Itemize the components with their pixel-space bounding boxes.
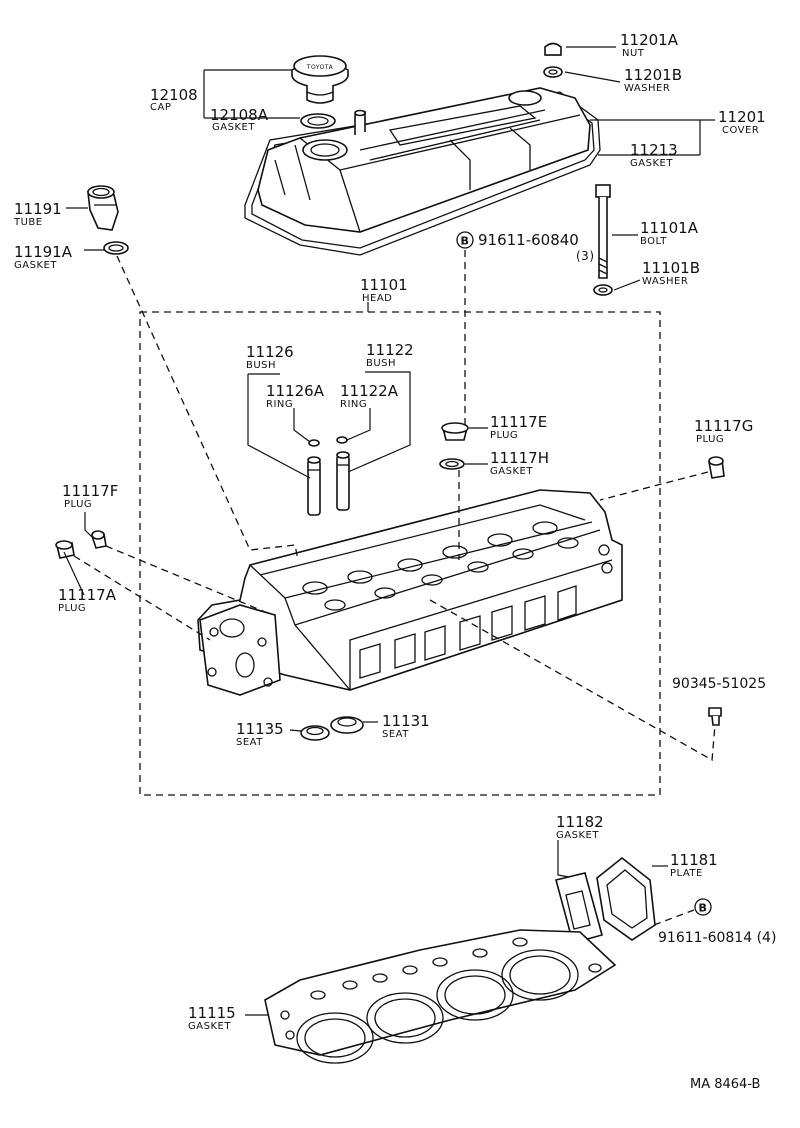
- part-name: WASHER: [642, 276, 688, 287]
- part-name: GASKET: [14, 260, 57, 271]
- head-bolt: [595, 184, 611, 279]
- snap-ring-1: [308, 439, 320, 447]
- part-number: 11213: [630, 141, 678, 159]
- part-name: NUT: [622, 48, 645, 59]
- drawing-code: MA 8464-B: [690, 1077, 760, 1092]
- part-number: 11117G: [694, 417, 753, 435]
- head-bolt-washer: [593, 284, 613, 296]
- part-number: 11201: [718, 108, 766, 126]
- part-number: 11115: [188, 1004, 236, 1022]
- part-name: WASHER: [624, 83, 670, 94]
- part-name: BUSH: [246, 360, 276, 371]
- part-number: 11101A: [640, 219, 699, 237]
- cap-logo-text: TOYOTA: [306, 64, 334, 71]
- part-name: SEAT: [382, 729, 409, 740]
- part-name: CAP: [150, 102, 171, 113]
- part-name: TUBE: [13, 217, 43, 228]
- part-name: GASKET: [212, 122, 255, 133]
- part-quantity: (3): [576, 249, 595, 263]
- cover-washer: [543, 66, 563, 78]
- part-name: GASKET: [556, 830, 599, 841]
- part-number: 11201B: [624, 66, 682, 84]
- part-number: 91611-60840: [478, 231, 579, 249]
- part-number: 90345-51025: [672, 676, 766, 692]
- part-number: 12108: [150, 86, 198, 104]
- part-number: 11101B: [642, 259, 700, 277]
- oil-filler-cap: TOYOTA: [291, 55, 349, 104]
- cover-plate-11181: [596, 856, 656, 941]
- leader-lines: [63, 46, 715, 1016]
- part-number: 11117E: [490, 413, 547, 431]
- plug-e: [441, 422, 469, 441]
- tube-gasket: [103, 241, 129, 255]
- part-number: 11131: [382, 712, 430, 730]
- valve-seat-11131: [330, 716, 364, 734]
- cylinder-head: [197, 489, 623, 696]
- plug-a: [55, 540, 75, 559]
- cover-nut: [544, 42, 562, 56]
- part-name: BUSH: [366, 358, 396, 369]
- part-number: 11191: [14, 200, 62, 218]
- part-number: 11181: [670, 851, 718, 869]
- part-name: HEAD: [362, 293, 392, 304]
- cylinder-head-gasket: [264, 929, 617, 1064]
- part-name: GASKET: [490, 466, 533, 477]
- part-number: 11191A: [14, 243, 73, 261]
- snap-ring-2: [336, 436, 348, 444]
- part-name: PLUG: [64, 499, 92, 510]
- part-number: 91611-60814 (4): [658, 930, 776, 946]
- b-marker-lower: B: [694, 898, 712, 916]
- part-name: PLUG: [490, 430, 518, 441]
- b-marker-upper: B: [456, 231, 474, 249]
- callout-labels: 12108 CAP 12108A GASKET 11201A NUT 11201…: [13, 31, 776, 1092]
- part-name: RING: [266, 399, 293, 410]
- part-number: 11126A: [266, 382, 325, 400]
- part-name: RING: [340, 399, 367, 410]
- part-number: 11117A: [58, 586, 117, 604]
- valve-guide-bush-1: [307, 456, 321, 516]
- valve-guide-bush-2: [336, 451, 350, 511]
- part-name: GASKET: [188, 1021, 231, 1032]
- part-number: 11126: [246, 343, 294, 361]
- plug-gasket-h: [439, 458, 465, 470]
- part-name: PLATE: [670, 868, 703, 879]
- part-name: SEAT: [236, 737, 263, 748]
- part-number: 11117F: [62, 482, 118, 500]
- screw-plug-90345: [708, 707, 722, 726]
- cylinder-head-cover: [244, 87, 601, 256]
- part-name: PLUG: [696, 434, 724, 445]
- b-marker-letter: B: [461, 235, 470, 248]
- part-name: PLUG: [58, 603, 86, 614]
- plug-f: [90, 530, 107, 549]
- part-name: GASKET: [630, 158, 673, 169]
- assembly-dashed-lines: [73, 250, 716, 926]
- part-number: 11182: [556, 813, 604, 831]
- cap-gasket: [300, 113, 336, 129]
- part-number: 11122: [366, 341, 414, 359]
- part-number: 11122A: [340, 382, 399, 400]
- spark-plug-tube: [87, 185, 119, 231]
- valve-seat-11135: [300, 725, 330, 741]
- head-assembly-boundary: [139, 311, 661, 796]
- part-number: 11135: [236, 720, 284, 738]
- part-number: 11201A: [620, 31, 679, 49]
- part-number: 12108A: [210, 106, 269, 124]
- plate-gasket-11182: [555, 872, 603, 944]
- b-marker-letter: B: [699, 902, 708, 915]
- part-number: 11101: [360, 276, 408, 294]
- plug-g: [708, 456, 725, 479]
- part-name: BOLT: [640, 236, 667, 247]
- part-name: COVER: [722, 125, 759, 136]
- part-number: 11117H: [490, 449, 549, 467]
